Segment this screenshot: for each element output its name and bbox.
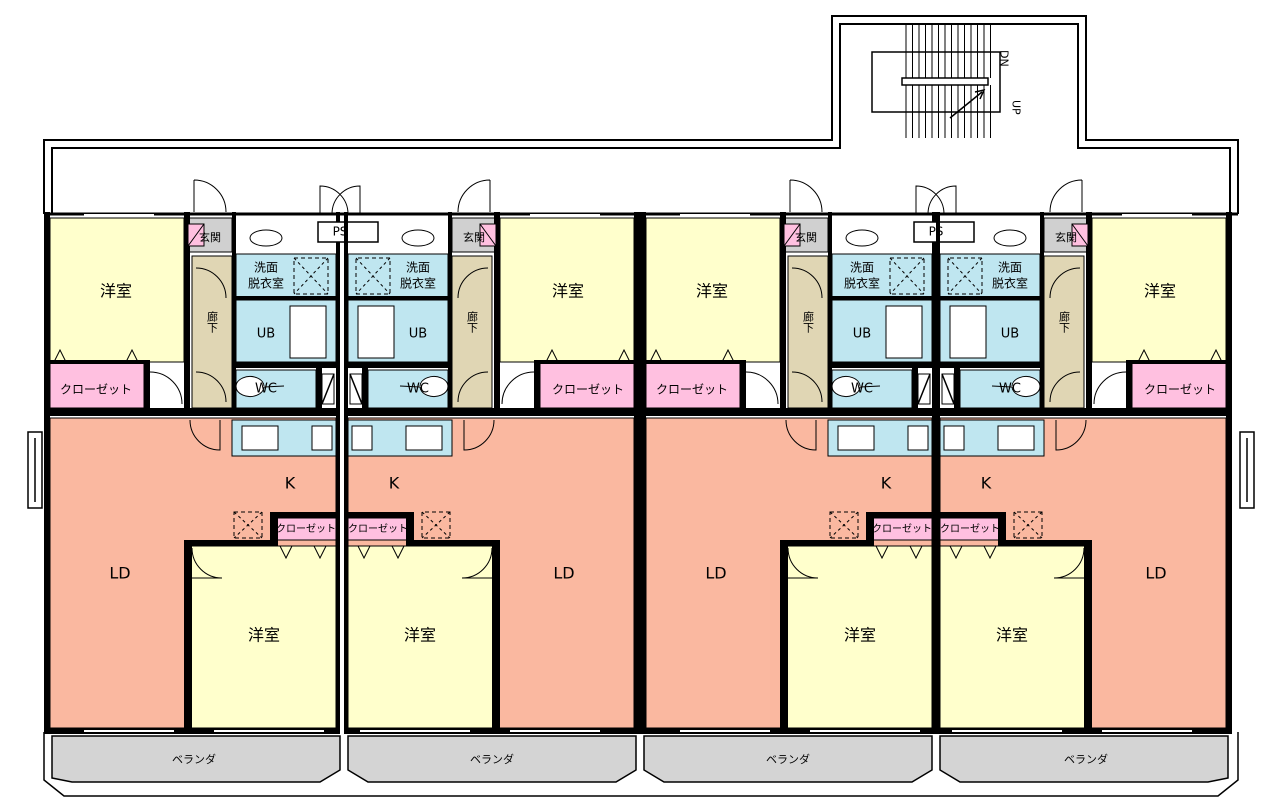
entrance-label: 玄関 [463, 230, 485, 244]
closet [645, 361, 741, 409]
washroom-label-1: 洗面 [850, 261, 874, 275]
closet-south-label: クローゼット [276, 523, 336, 535]
veranda-label: ベランダ [470, 752, 514, 766]
unit-bath-label: UB [257, 327, 275, 342]
western-room-south-label: 洋室 [404, 626, 436, 645]
hallway-label: 廊下 [466, 310, 479, 334]
washroom-label-2: 脱衣室 [992, 276, 1028, 291]
veranda: ベランダ ベランダ ベランダ ベランダ [43, 732, 1239, 797]
living-dining-label: LD [705, 564, 726, 583]
closet-label: クローゼット [552, 383, 624, 397]
ps-label: PS [333, 225, 348, 239]
veranda-section [51, 735, 341, 783]
western-room-label: 洋室 [100, 282, 132, 301]
hallway-label: 廊下 [802, 310, 815, 334]
closet [1131, 361, 1227, 409]
washroom-label-1: 洗面 [998, 261, 1022, 275]
veranda-label: ベランダ [172, 752, 216, 766]
washroom [235, 253, 337, 299]
western-room-south-label: 洋室 [844, 626, 876, 645]
toilet-label: WC [999, 382, 1021, 397]
veranda-label: ベランダ [766, 752, 810, 766]
washroom-label-2: 脱衣室 [248, 276, 284, 291]
entrance-label: 玄関 [1055, 230, 1077, 244]
western-room-north [645, 217, 781, 363]
western-room-label: 洋室 [696, 282, 728, 301]
veranda-section [643, 735, 933, 783]
hallway [191, 255, 233, 409]
closet-label: クローゼット [60, 383, 132, 397]
hallway-label: 廊下 [1058, 310, 1071, 334]
western-room-south [785, 545, 933, 729]
closet-label: クローゼット [656, 383, 728, 397]
veranda-label: ベランダ [1064, 752, 1108, 766]
veranda-section [939, 735, 1229, 783]
hallway [451, 255, 493, 409]
closet-south-label: クローゼット [348, 523, 408, 535]
entrance-label: 玄関 [199, 230, 221, 244]
toilet-label: WC [407, 382, 429, 397]
western-room-label: 洋室 [1144, 282, 1176, 301]
kitchen-label: K [881, 474, 892, 493]
western-room-south-label: 洋室 [996, 626, 1028, 645]
toilet-label: WC [851, 382, 873, 397]
stair-down-label: DN [998, 50, 1011, 67]
washroom-label-1: 洗面 [254, 261, 278, 275]
washroom-label-2: 脱衣室 [400, 276, 436, 291]
hallway-label: 廊下 [206, 310, 219, 334]
stair-up-label: UP [1010, 100, 1023, 115]
living-dining-label: LD [553, 564, 574, 583]
closet-south-label: クローゼット [940, 523, 1000, 535]
veranda-section [347, 735, 637, 783]
side-windows [27, 431, 1255, 509]
unit-bath-label: UB [853, 327, 871, 342]
unit-bath-label: UB [1001, 327, 1019, 342]
western-room-north [49, 217, 185, 363]
unit-bath-label: UB [409, 327, 427, 342]
western-room-south-label: 洋室 [248, 626, 280, 645]
living-dining-label: LD [1145, 564, 1166, 583]
kitchen-label: K [389, 474, 400, 493]
closet-label: クローゼット [1144, 383, 1216, 397]
western-room-south [347, 545, 495, 729]
toilet-label: WC [255, 382, 277, 397]
stair-tower: DN UP [871, 24, 1023, 138]
kitchen-label: K [285, 474, 296, 493]
closet-south-label: クローゼット [872, 523, 932, 535]
entrance-label: 玄関 [795, 230, 817, 244]
dwelling-units: 洋室クローゼット玄関廊下洗面脱衣室UBWCKLD洋室クローゼットPS洋室クローゼ… [44, 179, 1232, 734]
western-room-north [499, 217, 635, 363]
living-dining-label: LD [109, 564, 130, 583]
washroom [939, 253, 1041, 299]
washroom-label-1: 洗面 [406, 261, 430, 275]
outer-corridor [43, 15, 1239, 216]
western-room-south [189, 545, 337, 729]
western-room-label: 洋室 [552, 282, 584, 301]
western-room-north [1091, 217, 1227, 363]
kitchen-label: K [981, 474, 992, 493]
washroom-label-2: 脱衣室 [844, 276, 880, 291]
closet [539, 361, 635, 409]
